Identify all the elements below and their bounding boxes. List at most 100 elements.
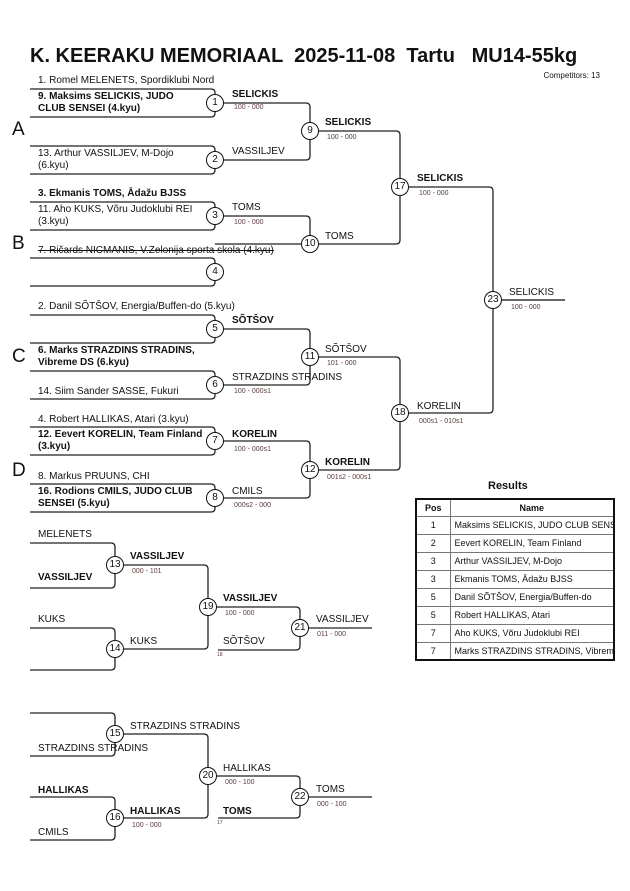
match-winner: HALLIKAS (130, 806, 181, 817)
position: 3 (415, 569, 451, 589)
match-score: 100 - 000 (419, 190, 449, 197)
match-winner: CMILS (232, 486, 263, 497)
match-winner: VASSILJEV (130, 551, 185, 562)
match-score: 100 - 000 (234, 219, 264, 226)
match-score: 101 - 000 (327, 360, 357, 367)
repechage-entry: STRAZDINS STRADINS (38, 743, 149, 754)
column-header: Name (449, 498, 615, 517)
match-score: 000 - 100 (317, 801, 347, 808)
repechage-entry: SÕTŠOV (223, 636, 265, 647)
match-number: 6 (206, 376, 224, 394)
position: 7 (415, 641, 451, 661)
match-winner: SELICKIS (417, 173, 464, 184)
pool-label: D (12, 460, 26, 481)
match-score: 100 - 000s1 (234, 388, 271, 395)
match-number: 20 (199, 767, 217, 785)
entry: 6. Marks STRAZDINS STRADINS, Vibreme DS … (38, 345, 195, 368)
match-number: 23 (484, 291, 502, 309)
athlete-name: Aho KUKS, Võru Judoklubi REI (449, 623, 615, 643)
match-number: 3 (206, 207, 224, 225)
entry-withdrawn: 7. Ričards NICMANIS, V.Zelonija sporta s… (38, 245, 274, 256)
match-number: 21 (291, 619, 309, 637)
match-winner: SELICKIS (232, 89, 279, 100)
match-number: 12 (301, 461, 319, 479)
position: 5 (415, 587, 451, 607)
entry: 1. Romel MELENETS, Spordiklubi Nord (38, 75, 215, 86)
repechage-entry: HALLIKAS (38, 785, 89, 796)
entry: 11. Aho KUKS, Võru Judoklubi REI (3.kyu) (38, 204, 193, 227)
match-score: 000 - 100 (225, 779, 255, 786)
match-winner: VASSILJEV (223, 593, 278, 604)
entry: 14. Siim Sander SASSE, Fukuri (38, 386, 179, 397)
match-winner: KORELIN (325, 457, 370, 468)
entry: 12. Eevert KORELIN, Team Finland (3.kyu) (38, 429, 203, 452)
match-number: 1 (206, 94, 224, 112)
match-number: 14 (106, 640, 124, 658)
position: 7 (415, 623, 451, 643)
match-winner: STRAZDINS STRADINS (130, 721, 241, 732)
match-number: 13 (106, 556, 124, 574)
match-number: 10 (301, 235, 319, 253)
position: 5 (415, 605, 451, 625)
match-number: 19 (199, 598, 217, 616)
match-winner: STRAZDINS STRADINS (232, 372, 343, 383)
match-score: 011 - 000 (317, 631, 347, 638)
match-number: 4 (206, 263, 224, 281)
final-score: 100 - 000 (511, 304, 541, 311)
match-score: 100 - 000 (225, 610, 255, 617)
repechage-entry: TOMS (223, 806, 252, 817)
pool-label: A (12, 119, 25, 140)
match-number: 9 (301, 122, 319, 140)
match-number: 5 (206, 320, 224, 338)
position: 2 (415, 533, 451, 553)
position: 1 (415, 515, 451, 535)
source-match-ref: 18 (217, 652, 223, 658)
match-number: 17 (391, 178, 409, 196)
pool-label: B (12, 233, 25, 254)
match-winner: TOMS (325, 231, 354, 242)
athlete-name: Maksims SELICKIS, JUDO CLUB SENSEI (449, 515, 615, 535)
match-number: 22 (291, 788, 309, 806)
match-number: 11 (301, 348, 319, 366)
bronze-winner: VASSILJEV (316, 614, 369, 625)
match-winner: VASSILJEV (232, 146, 285, 157)
match-number: 2 (206, 151, 224, 169)
match-number: 15 (106, 725, 124, 743)
athlete-name: Eevert KORELIN, Team Finland (449, 533, 615, 553)
match-winner: KUKS (130, 636, 158, 647)
match-number: 16 (106, 809, 124, 827)
column-header: Pos (415, 498, 451, 517)
match-winner: KORELIN (232, 429, 277, 440)
repechage-entry: KUKS (38, 614, 66, 625)
repechage-entry: MELENETS (38, 529, 92, 540)
athlete-name: Robert HALLIKAS, Atari (449, 605, 615, 625)
source-match-ref: 17 (217, 820, 223, 826)
match-score: 000s1 - 010s1 (419, 418, 464, 425)
repechage-entry: VASSILJEV (38, 572, 93, 583)
match-score: 100 - 000s1 (234, 446, 271, 453)
match-score: 100 - 000 (132, 822, 162, 829)
position: 3 (415, 551, 451, 571)
bronze-winner: TOMS (316, 784, 345, 795)
match-winner: HALLIKAS (223, 763, 271, 774)
match-number: 18 (391, 404, 409, 422)
results-title: Results (488, 480, 528, 492)
match-score: 100 - 000 (234, 104, 264, 111)
entry: 9. Maksims SELICKIS, JUDO CLUB SENSEI (4… (38, 91, 174, 114)
entry: 13. Arthur VASSILJEV, M-Dojo (6.kyu) (38, 148, 174, 171)
match-score: 100 - 000 (327, 134, 357, 141)
competitors-count: Competitors: 13 (543, 71, 600, 80)
page-title: K. KEERAKU MEMORIAAL 2025-11-08 Tartu MU… (30, 45, 578, 67)
pool-label: C (12, 346, 26, 367)
match-number: 7 (206, 432, 224, 450)
entry: 8. Markus PRUUNS, CHI (38, 471, 150, 482)
